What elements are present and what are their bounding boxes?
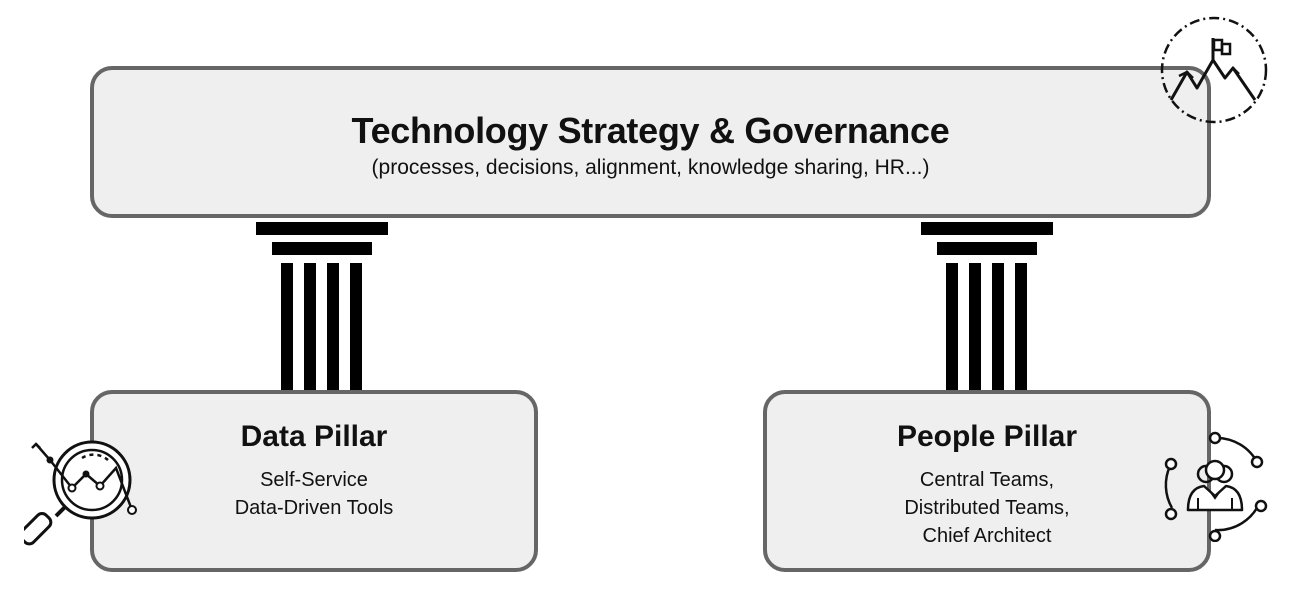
people-pillar-box: People Pillar Central Teams, Distributed…: [763, 390, 1211, 572]
people-pillar-line: Distributed Teams,: [904, 497, 1070, 519]
data-pillar-line: Data-Driven Tools: [234, 497, 394, 519]
governance-box: Technology Strategy & Governance (proces…: [90, 66, 1211, 218]
governance-title: Technology Strategy & Governance: [351, 110, 950, 151]
people-pillar-line: Central Teams,: [919, 469, 1055, 491]
people-pillar-title: People Pillar: [896, 420, 1078, 453]
mountain-flag-icon: [1160, 16, 1268, 124]
data-pillar-title: Data Pillar: [240, 420, 388, 453]
magnifier-chart-icon: [24, 440, 137, 546]
data-pillar-line: Self-Service: [260, 469, 368, 491]
data-pillar-box: Data Pillar Self-Service Data-Driven Too…: [90, 390, 538, 572]
people-pillar-description: Central Teams, Distributed Teams, Chief …: [767, 466, 1207, 550]
data-pillar-description: Self-Service Data-Driven Tools: [94, 466, 534, 522]
governance-subtitle: (processes, decisions, alignment, knowle…: [371, 156, 930, 179]
team-network-icon: [1164, 431, 1268, 542]
people-pillar-line: Chief Architect: [922, 525, 1052, 547]
